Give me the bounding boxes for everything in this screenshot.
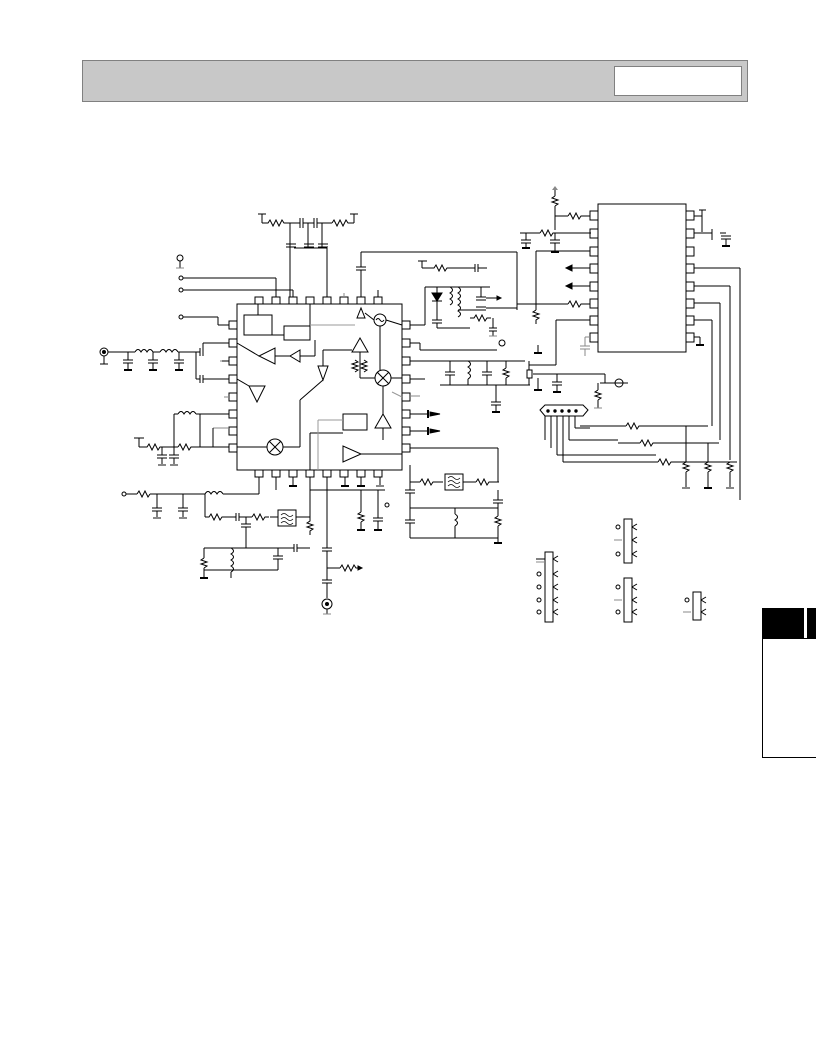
resistor-icon — [593, 389, 603, 401]
main-ic — [228, 296, 411, 478]
top-bias-network — [258, 213, 358, 297]
main-ic-right-pins — [401, 320, 411, 453]
section-tab — [762, 608, 816, 638]
bottom-left-network — [121, 477, 315, 579]
section-tab-panel — [762, 638, 816, 758]
header-j3 — [614, 577, 638, 623]
resistor-icon — [177, 442, 199, 452]
right-ic-network — [343, 251, 525, 482]
resistor-icon — [539, 228, 591, 238]
header-j1 — [536, 551, 559, 623]
resistor-icon — [359, 359, 369, 373]
inductor-icon — [449, 286, 453, 306]
resistor-icon — [262, 218, 292, 228]
crystal-icon — [526, 369, 533, 379]
resistor-icon — [725, 461, 735, 473]
inductor-icon — [177, 411, 197, 415]
inductor-icon — [467, 360, 471, 380]
tuning-network — [440, 345, 628, 413]
header-j4 — [683, 591, 707, 621]
amplifier-icon — [356, 306, 366, 319]
interface-connector — [539, 404, 737, 489]
resistor-icon — [350, 359, 360, 373]
resistor-icon — [331, 218, 354, 228]
main-ic-left-pins — [228, 320, 238, 453]
resistor-icon — [305, 517, 315, 535]
controller-ic-right-pins — [685, 210, 695, 343]
main-ic-top-pins — [254, 296, 383, 305]
resistor-icon — [475, 477, 499, 487]
left-lower-network — [134, 411, 229, 466]
amplifier-icon — [248, 385, 266, 404]
inductor-icon — [134, 349, 154, 353]
inductor-icon — [230, 547, 234, 573]
resistor-icon — [625, 421, 708, 431]
inductor-icon — [457, 286, 461, 318]
resistor-icon — [422, 263, 475, 273]
resistor-icon — [493, 515, 503, 527]
internal-gray-wiring — [310, 324, 403, 470]
resistor-icon — [251, 512, 269, 522]
output-filter-network — [405, 465, 503, 544]
controller-left-connections — [517, 186, 591, 366]
resistor-icon — [639, 438, 719, 448]
resistor-icon — [681, 461, 691, 473]
resistor-icon — [470, 313, 491, 323]
resistor-icon — [205, 512, 226, 522]
resistor-icon — [356, 511, 366, 523]
controller-right-connections — [694, 209, 741, 500]
inductor-icon — [454, 513, 458, 527]
resistor-icon — [657, 457, 737, 467]
resistor-icon — [531, 309, 541, 324]
controller-ic-left-pins — [589, 210, 599, 343]
resistor-icon — [703, 461, 713, 473]
inductor-icon — [159, 349, 179, 353]
resistor-icon — [139, 442, 165, 452]
section-tab-notch — [804, 608, 807, 638]
internal-block-c — [342, 413, 368, 431]
amplifier-icon — [342, 445, 363, 463]
resistor-icon — [199, 557, 209, 569]
header-j2 — [614, 518, 638, 564]
main-ic-bottom-pins — [254, 469, 383, 478]
internal-wiring — [236, 304, 403, 470]
lna-input-filter — [99, 342, 229, 398]
resistor-icon — [567, 299, 590, 309]
resistor-icon — [567, 211, 590, 221]
left-input-terminals — [176, 254, 294, 326]
inductor-icon — [204, 491, 224, 495]
controller-ic — [589, 203, 695, 353]
filter-icon — [277, 509, 297, 527]
resistor-icon — [339, 563, 362, 573]
resistor-icon — [550, 195, 560, 207]
resistor-icon — [419, 477, 443, 487]
bottom-center-network — [275, 477, 390, 615]
resistor-icon — [136, 489, 151, 499]
resistor-icon — [501, 367, 511, 379]
internal-block-b — [283, 325, 311, 341]
document-number-box — [614, 66, 742, 96]
